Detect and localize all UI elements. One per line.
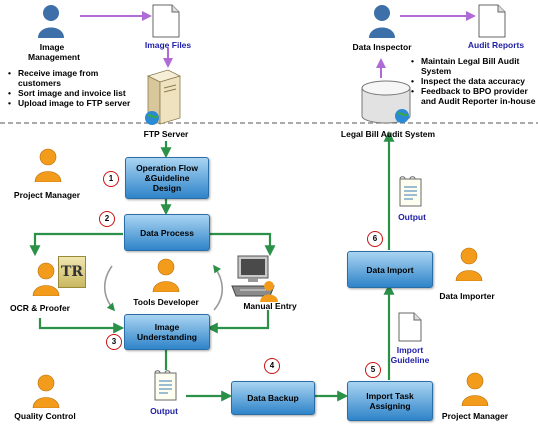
output-left-label: Output xyxy=(150,406,178,416)
step-4-badge: 4 xyxy=(264,358,280,374)
tools-developer-label: Tools Developer xyxy=(133,297,199,307)
image-management-label: Image Management xyxy=(28,42,80,62)
image-understanding-box: Image Understanding xyxy=(124,314,210,350)
step-5-badge: 5 xyxy=(365,362,381,378)
step-6-badge: 6 xyxy=(367,231,383,247)
image-files-label: Image Files xyxy=(144,40,192,50)
manual-entry-person-icon xyxy=(260,281,278,302)
ocr-proofer-person-icon xyxy=(32,262,60,296)
audit-reports-label: Audit Reports xyxy=(467,40,525,50)
project-manager-top-label: Project Manager xyxy=(13,190,81,200)
step-3-badge: 3 xyxy=(106,334,122,350)
task-receive-image: Receive image from customers xyxy=(8,68,130,88)
data-backup-box: Data Backup xyxy=(231,381,315,415)
task-inspect-accuracy: Inspect the data accuracy xyxy=(411,76,535,86)
ftp-server-label: FTP Server xyxy=(143,129,189,139)
step-1-badge: 1 xyxy=(103,171,119,187)
data-import-box: Data Import xyxy=(347,251,433,288)
task-maintain-system: Maintain Legal Bill Audit System xyxy=(411,56,535,76)
data-process-box: Data Process xyxy=(124,214,210,251)
merge-right xyxy=(206,310,270,334)
data-inspector-person-icon xyxy=(369,5,395,38)
tools-developer-person-icon xyxy=(152,258,180,292)
rotate-right-icon xyxy=(213,264,224,311)
data-importer-person-icon xyxy=(455,247,483,281)
image-management-tasks: Receive image from customers Sort image … xyxy=(8,68,130,108)
rotate-left-icon xyxy=(103,265,116,312)
manual-entry-label: Manual Entry xyxy=(243,301,297,311)
import-guideline-document-icon xyxy=(398,312,422,342)
project-manager-bottom-label: Project Manager xyxy=(441,411,509,421)
ocr-logo-icon: TR xyxy=(58,256,86,288)
import-task-box: Import Task Assigning xyxy=(347,381,433,421)
task-sort-image: Sort image and invoice list xyxy=(8,88,130,98)
step-2-badge: 2 xyxy=(99,211,115,227)
output-right-document-icon xyxy=(399,176,422,207)
output-left-document-icon xyxy=(154,370,177,401)
audit-reports-document-icon xyxy=(478,4,506,38)
data-inspector-tasks: Maintain Legal Bill Audit System Inspect… xyxy=(411,56,535,106)
ocr-proofer-label: OCR & Proofer xyxy=(10,303,70,313)
quality-control-person-icon xyxy=(32,374,60,408)
task-upload-image: Upload image to FTP server xyxy=(8,98,130,108)
project-manager-bottom-person-icon xyxy=(461,372,489,406)
output-right-label: Output xyxy=(398,212,426,222)
data-inspector-label: Data Inspector xyxy=(352,42,412,52)
database-cylinder-icon xyxy=(361,80,411,124)
import-guideline-label: Import Guideline xyxy=(390,345,430,365)
branch-left xyxy=(29,232,123,257)
image-manager-person-icon xyxy=(38,5,64,38)
computer-icon xyxy=(231,255,275,297)
legal-system-label: Legal Bill Audit System xyxy=(340,129,436,139)
data-importer-label: Data Importer xyxy=(439,291,495,301)
quality-control-label: Quality Control xyxy=(14,411,76,421)
operation-flow-box: Operation Flow &Guideline Design xyxy=(125,157,209,199)
ftp-server-icon xyxy=(145,69,182,125)
image-files-document-icon xyxy=(152,4,180,38)
task-feedback: Feedback to BPO provider and Audit Repor… xyxy=(411,86,535,106)
merge-left xyxy=(38,318,125,334)
branch-right xyxy=(207,232,276,257)
project-manager-person-icon xyxy=(34,148,62,182)
